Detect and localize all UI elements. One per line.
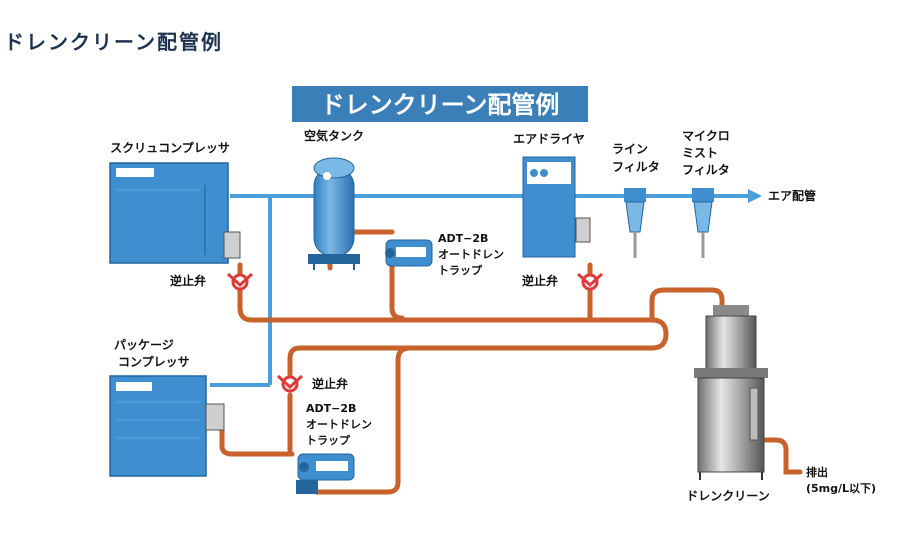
adt-top-line3: トラップ [438, 263, 483, 277]
drain-clean-unit: ドレンクリーン [686, 305, 770, 503]
air-outlet-arrow-icon [748, 189, 762, 203]
line-filter: ライン フィルタ [612, 142, 660, 258]
screw-compressor: スクリュコンプレッサ [109, 140, 241, 264]
page-title: ドレンクリーン配管例 [4, 30, 223, 54]
check-valve-dryer-label: 逆止弁 [522, 273, 558, 288]
adt-bottom-model: ADT−2B [306, 402, 356, 415]
air-dryer: エアドライヤ [513, 132, 591, 258]
micro-mist-filter: マイクロ ミスト フィルタ [682, 129, 730, 258]
air-dryer-label: エアドライヤ [513, 132, 585, 146]
air-tank: 空気タンク [304, 128, 364, 270]
screw-compressor-label: スクリュコンプレッサ [110, 140, 230, 155]
line-filter-label-2: フィルタ [612, 160, 660, 174]
adt-top-line2: オートドレン [438, 248, 504, 261]
micro-mist-label-1: マイクロ [682, 129, 730, 143]
air-tank-label: 空気タンク [304, 128, 364, 143]
auto-drain-trap-top: ADT−2B オートドレン トラップ [385, 232, 504, 277]
check-valve-icon [576, 272, 604, 291]
package-compressor-label-1: パッケージ [114, 338, 174, 352]
check-valve-left-label: 逆止弁 [170, 273, 206, 288]
banner-title: ドレンクリーン配管例 [321, 91, 560, 119]
check-valve-icon [226, 272, 254, 291]
line-filter-label-1: ライン [612, 142, 648, 156]
check-valve-package-label: 逆止弁 [312, 376, 348, 391]
auto-drain-trap-bottom: ADT−2B オートドレン トラップ [296, 402, 372, 494]
air-piping-label: エア配管 [768, 188, 816, 203]
package-compressor: パッケージ コンプレッサ [109, 338, 225, 477]
discharge-label-1: 排出 [806, 465, 828, 479]
micro-mist-label-2: ミスト [682, 146, 718, 160]
diagram-banner: ドレンクリーン配管例 [292, 86, 588, 122]
adt-bottom-line2: オートドレン [306, 418, 372, 431]
discharge-label-2: (5mg/L以下) [806, 482, 876, 495]
adt-bottom-line3: トラップ [306, 433, 351, 447]
adt-top-model: ADT−2B [438, 232, 488, 245]
drain-clean-label: ドレンクリーン [686, 489, 769, 503]
micro-mist-label-3: フィルタ [682, 163, 730, 177]
package-compressor-label-2: コンプレッサ [118, 354, 190, 369]
check-valve-icon [276, 374, 304, 393]
